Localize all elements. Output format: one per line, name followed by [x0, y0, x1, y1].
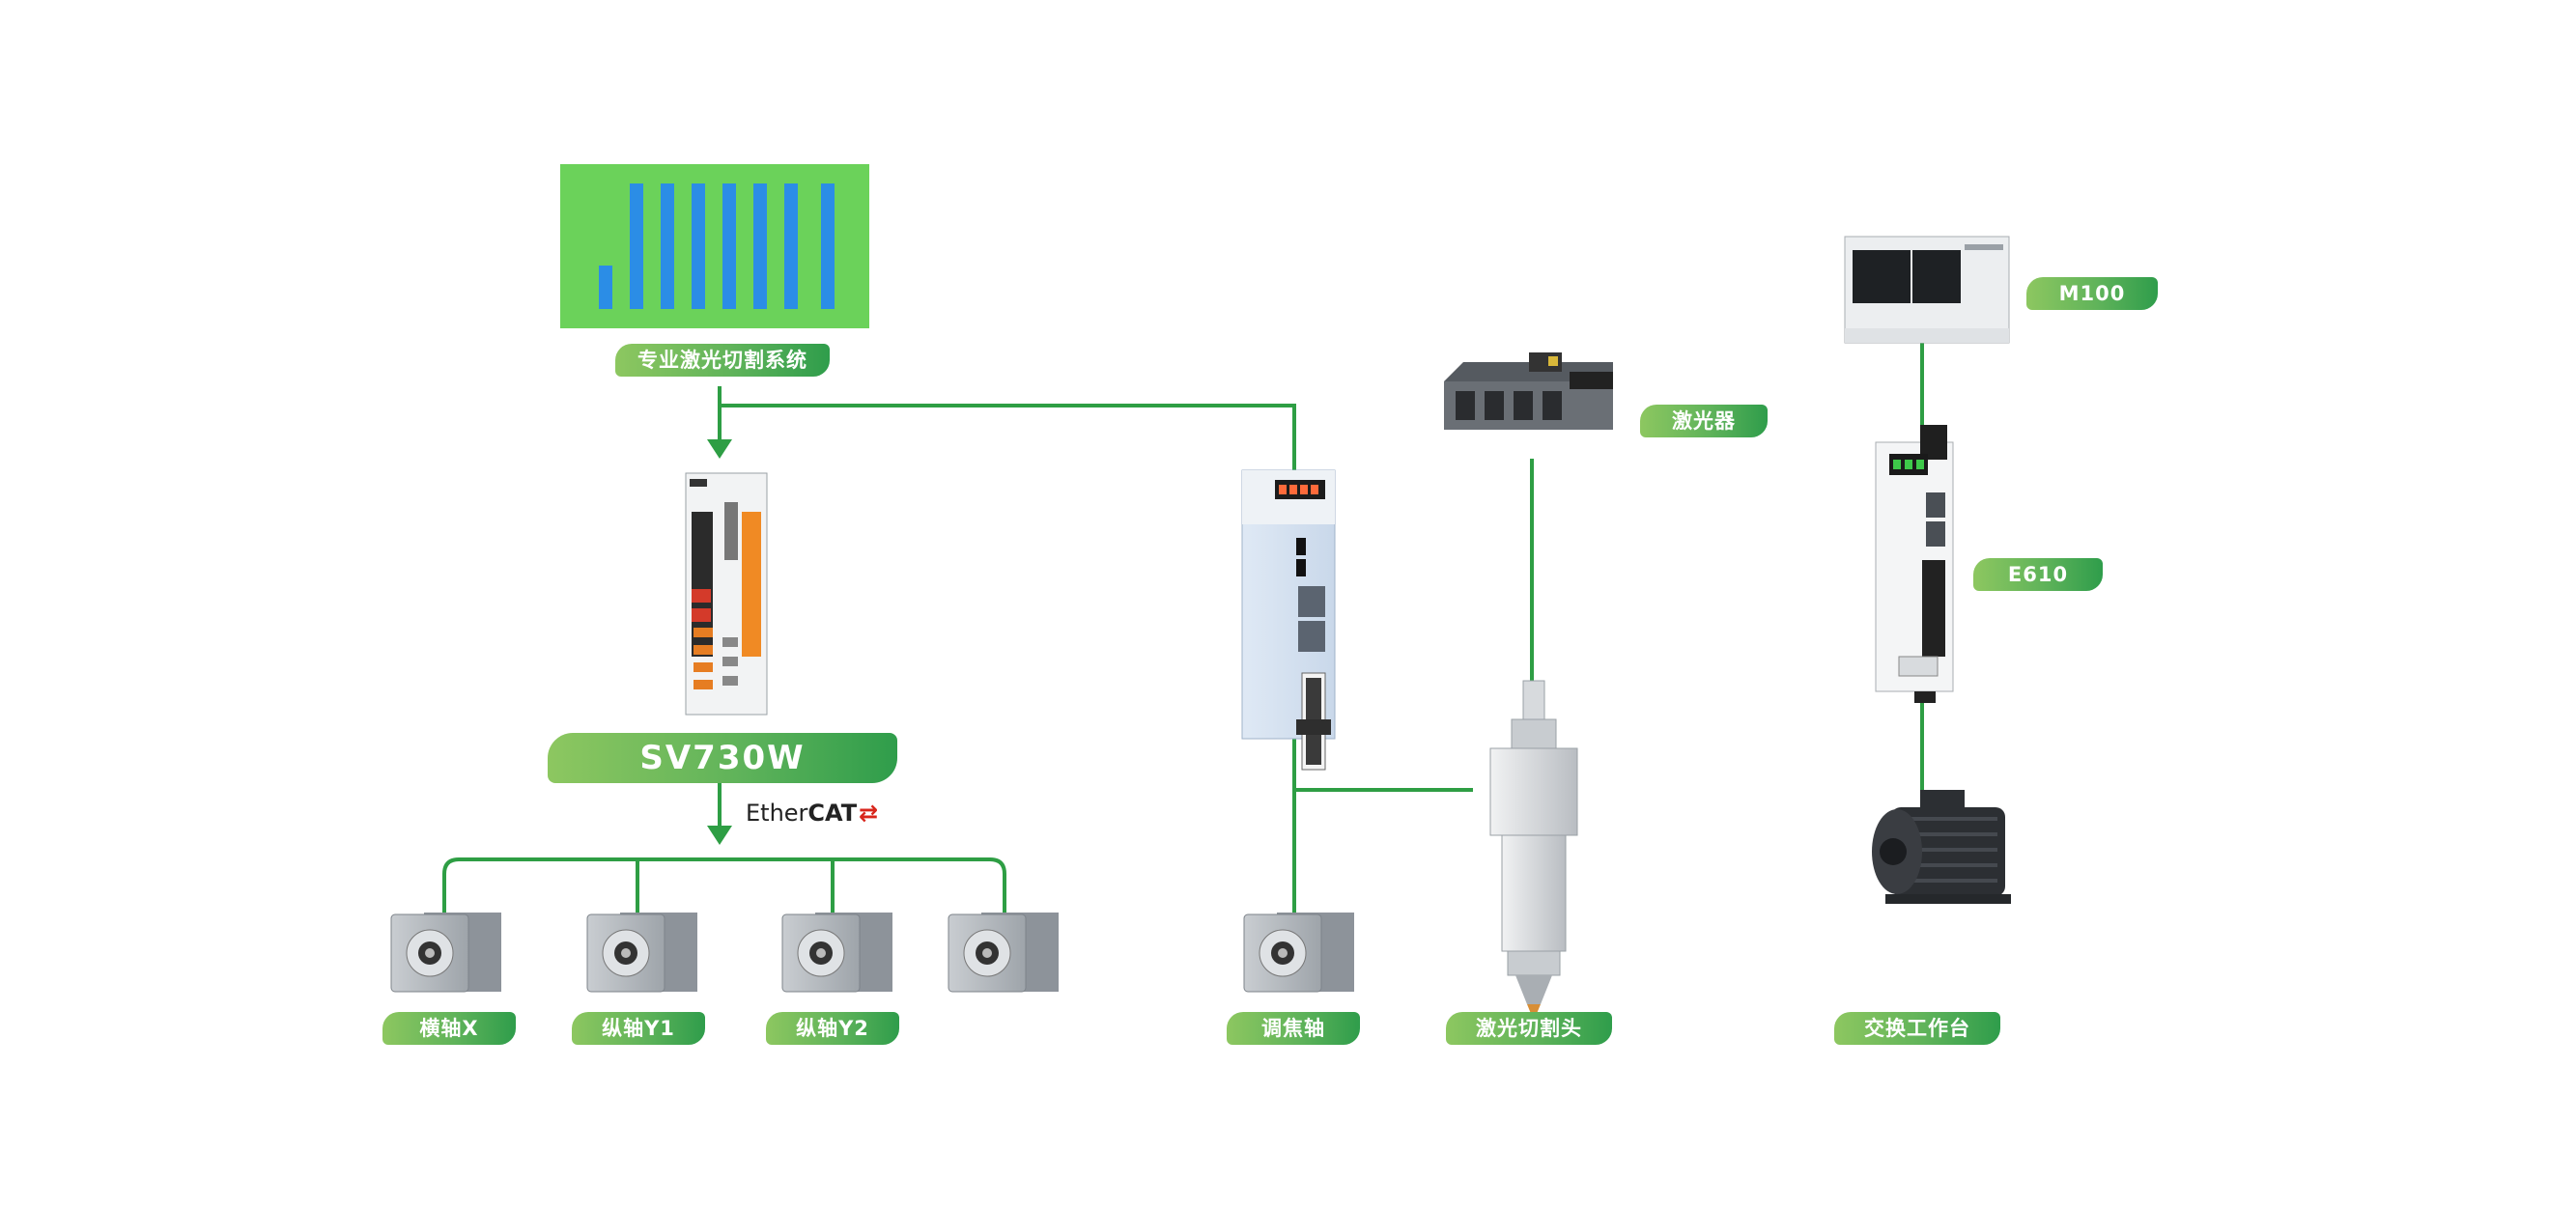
motor-axis-y1-image	[586, 913, 697, 993]
connection-lines	[442, 343, 1924, 915]
label-e610: E610	[1973, 558, 2103, 591]
sv730w-drive-image	[685, 472, 768, 716]
motor-focus-axis-image	[1243, 913, 1354, 993]
system-logo	[560, 164, 869, 328]
arrow-to-axes-bus	[707, 826, 732, 845]
focus-servo-drive-image	[1241, 469, 1336, 771]
bars-logo-icon	[599, 183, 835, 309]
arrow-to-sv730w	[707, 439, 732, 459]
motor-axis-4-image	[948, 913, 1059, 993]
motor-axis-y2-image	[781, 913, 892, 993]
ethercat-prefix: Ether	[746, 800, 808, 827]
motor-axis-x-image	[390, 913, 501, 993]
exchange-table-motor-image	[1872, 790, 2011, 904]
e610-drive-image	[1875, 425, 1954, 703]
label-sv730w: SV730W	[548, 733, 897, 783]
laser-source-image	[1444, 352, 1613, 430]
label-exchange-table: 交换工作台	[1834, 1012, 2000, 1045]
line-bus	[442, 857, 1006, 915]
label-cutting-head: 激光切割头	[1446, 1012, 1612, 1045]
ethercat-bold: CAT	[807, 800, 858, 827]
label-axis-y2: 纵轴Y2	[766, 1012, 899, 1045]
line-system-to-focus-drive	[720, 404, 1296, 473]
label-m100: M100	[2026, 277, 2158, 310]
label-system: 专业激光切割系统	[615, 344, 830, 377]
m100-controller-image	[1844, 236, 2010, 344]
label-axis-y1: 纵轴Y1	[572, 1012, 705, 1045]
label-laser: 激光器	[1640, 405, 1768, 437]
ethercat-logo: EtherCAT⇄	[746, 800, 878, 827]
laser-cutting-head-image	[1489, 680, 1578, 1021]
label-focus-axis: 调焦轴	[1227, 1012, 1360, 1045]
label-axis-x: 横轴X	[382, 1012, 516, 1045]
ethercat-arrows-icon: ⇄	[859, 800, 879, 827]
